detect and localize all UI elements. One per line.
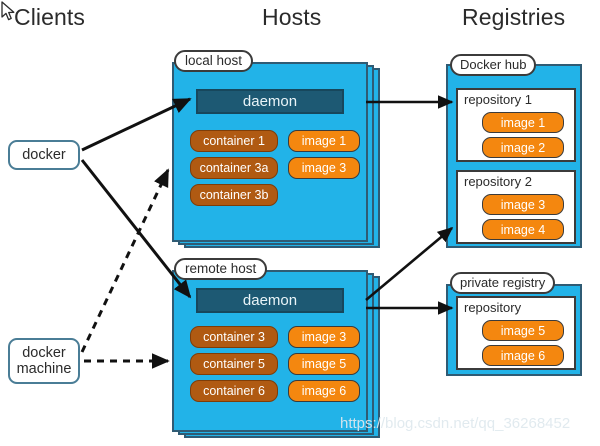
container-label: container 3b [199, 188, 269, 202]
watermark-text: https://blog.csdn.net/qq_36268452 [340, 415, 571, 432]
container-pill[interactable]: container 5 [190, 353, 278, 375]
container-label: container 3 [203, 330, 265, 344]
host-stack-remote: daemon container 3 container 5 container… [172, 258, 380, 438]
image-pill[interactable]: image 6 [482, 345, 564, 366]
image-pill[interactable]: image 1 [288, 130, 360, 152]
client-box-docker-machine[interactable]: docker machine [8, 338, 80, 384]
container-pill[interactable]: container 3b [190, 184, 278, 206]
column-heading-clients: Clients [14, 4, 86, 30]
container-label: container 6 [203, 384, 265, 398]
image-label: image 3 [500, 197, 546, 212]
daemon-label: daemon [242, 292, 298, 309]
column-heading-registries: Registries [462, 4, 566, 30]
container-label: container 1 [203, 134, 265, 148]
image-pill[interactable]: image 3 [288, 157, 360, 179]
image-label: image 4 [500, 222, 546, 237]
client-box-docker[interactable]: docker [8, 140, 80, 170]
registry-tab-private: private registry [450, 272, 556, 294]
image-pill[interactable]: image 3 [288, 326, 360, 348]
image-label: image 5 [301, 357, 347, 371]
image-label: image 1 [500, 115, 546, 130]
image-pill[interactable]: image 5 [288, 353, 360, 375]
registry-tab-docker-hub: Docker hub [450, 54, 537, 76]
registry-private: repository image 5 image 6 private regis… [446, 272, 582, 376]
host-stack-local: daemon container 1 container 3a containe… [172, 50, 380, 248]
daemon-bar-remote: daemon [196, 288, 344, 313]
image-label: image 3 [301, 330, 347, 344]
image-label: image 6 [301, 384, 347, 398]
image-label: image 1 [301, 134, 347, 148]
registry-docker-hub: repository 1 image 1 image 2 repository … [446, 54, 582, 248]
image-label: image 6 [500, 348, 546, 363]
image-pill[interactable]: image 4 [482, 219, 564, 240]
image-label: image 5 [500, 323, 546, 338]
arrow-docker-machine-to-local-host [80, 168, 170, 353]
image-pill[interactable]: image 1 [482, 112, 564, 133]
client-label-docker-machine: docker machine [16, 344, 72, 377]
host-tab-local: local host [174, 50, 254, 72]
repository-box: repository 2 image 3 image 4 [456, 170, 576, 244]
repository-box: repository 1 image 1 image 2 [456, 88, 576, 162]
image-label: image 3 [301, 161, 347, 175]
repository-label: repository [464, 300, 522, 315]
container-pill[interactable]: container 3 [190, 326, 278, 348]
image-pill[interactable]: image 2 [482, 137, 564, 158]
container-pill[interactable]: container 3a [190, 157, 278, 179]
image-pill[interactable]: image 5 [482, 320, 564, 341]
host-tab-remote: remote host [174, 258, 268, 280]
container-pill[interactable]: container 1 [190, 130, 278, 152]
daemon-bar-local: daemon [196, 89, 344, 114]
container-pill[interactable]: container 6 [190, 380, 278, 402]
image-label: image 2 [500, 140, 546, 155]
container-label: container 3a [199, 161, 269, 175]
image-pill[interactable]: image 6 [288, 380, 360, 402]
mouse-cursor-icon [1, 1, 15, 21]
client-label-docker: docker [22, 146, 66, 163]
column-heading-hosts: Hosts [262, 4, 322, 30]
repository-box: repository image 5 image 6 [456, 296, 576, 370]
container-label: container 5 [203, 357, 265, 371]
repository-label: repository 2 [464, 174, 532, 189]
repository-label: repository 1 [464, 92, 532, 107]
daemon-label: daemon [242, 93, 298, 110]
image-pill[interactable]: image 3 [482, 194, 564, 215]
